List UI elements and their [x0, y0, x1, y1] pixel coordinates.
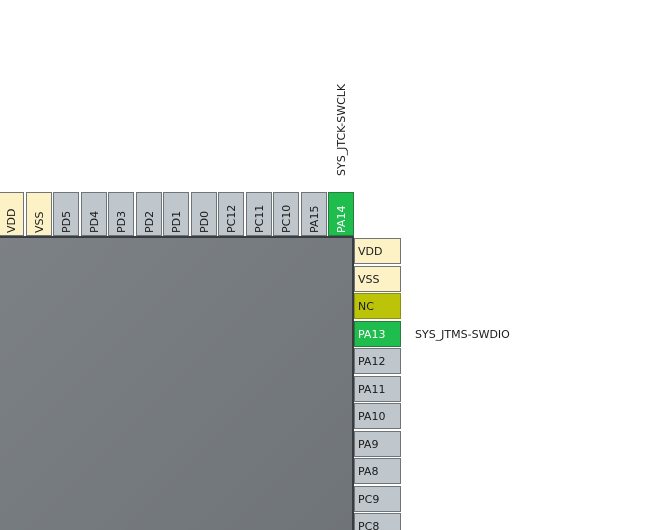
- top-pin-vdd[interactable]: VDD: [0, 192, 24, 236]
- right-pin-pa10[interactable]: PA10: [354, 403, 401, 429]
- pin-label: PA9: [358, 437, 379, 451]
- chip-body: [0, 236, 354, 530]
- top-pin-pc10[interactable]: PC10: [273, 192, 299, 236]
- signal-label-pa14: SYS_JTCK-SWCLK: [335, 83, 348, 176]
- top-pin-pa15[interactable]: PA15: [300, 192, 327, 236]
- top-pin-pa14[interactable]: PA14: [328, 192, 354, 236]
- pin-label: VDD: [5, 208, 18, 233]
- pin-label: PD0: [197, 210, 211, 233]
- pin-label: PC11: [252, 204, 266, 233]
- pin-label: PD2: [142, 210, 156, 233]
- top-pin-pd3[interactable]: PD3: [108, 192, 134, 236]
- top-pin-pd4[interactable]: PD4: [80, 192, 107, 236]
- signal-label-pa13: SYS_JTMS-SWDIO: [415, 327, 510, 341]
- pin-label: PA15: [307, 205, 321, 233]
- right-pin-pc9[interactable]: PC9: [354, 485, 401, 512]
- pin-label: VSS: [358, 272, 380, 286]
- right-pin-pa13[interactable]: PA13: [354, 320, 401, 347]
- pin-label: PD3: [115, 210, 128, 233]
- pin-label: PC12: [225, 204, 238, 233]
- right-pin-pa8[interactable]: PA8: [354, 458, 401, 484]
- right-pin-pc8[interactable]: PC8: [354, 513, 401, 530]
- top-pin-pc12[interactable]: PC12: [218, 192, 244, 236]
- top-pin-pd5[interactable]: PD5: [53, 192, 79, 236]
- pin-label: PD1: [170, 210, 183, 233]
- pin-label: VDD: [358, 245, 383, 258]
- pin-label: VSS: [32, 211, 46, 234]
- pin-label: PA12: [358, 355, 386, 368]
- pin-label: PA11: [358, 382, 386, 396]
- pin-label: PC10: [280, 204, 293, 233]
- pin-label: PC8: [358, 520, 380, 530]
- pin-label: PD4: [87, 210, 101, 233]
- right-pin-vss[interactable]: VSS: [354, 265, 401, 292]
- pin-label: NC: [358, 300, 374, 313]
- right-pin-pa9[interactable]: PA9: [354, 430, 401, 457]
- top-pin-pc11[interactable]: PC11: [245, 192, 272, 236]
- pin-label: PA10: [358, 410, 386, 423]
- pin-label: PA8: [358, 465, 379, 478]
- top-pin-pd0[interactable]: PD0: [190, 192, 217, 236]
- pin-label: PC9: [358, 492, 380, 506]
- pin-label: PD5: [60, 210, 73, 233]
- top-pin-vss[interactable]: VSS: [25, 192, 52, 236]
- right-pin-nc[interactable]: NC: [354, 293, 401, 319]
- top-pin-pd2[interactable]: PD2: [135, 192, 162, 236]
- pin-label: PA14: [335, 205, 348, 233]
- right-pin-pa12[interactable]: PA12: [354, 348, 401, 374]
- top-pin-pd1[interactable]: PD1: [163, 192, 189, 236]
- right-pin-vdd[interactable]: VDD: [354, 238, 401, 264]
- pin-label: PA13: [358, 327, 386, 341]
- right-pin-pa11[interactable]: PA11: [354, 375, 401, 402]
